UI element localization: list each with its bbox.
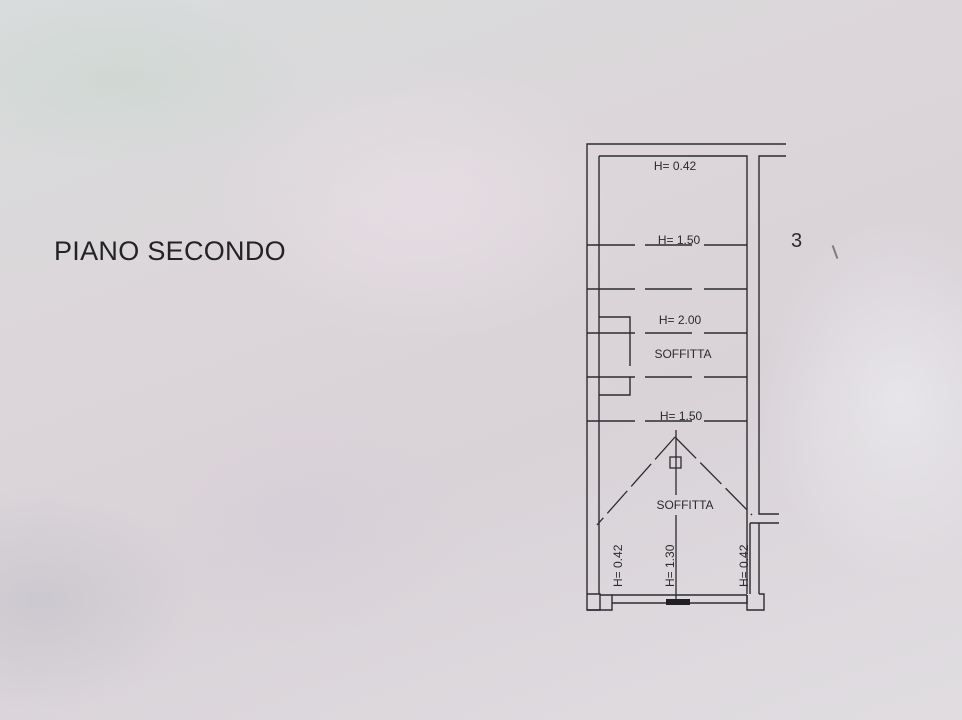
height-label-bottom-left: H= 0.42 [611, 544, 625, 587]
window-symbol [666, 599, 690, 605]
walls [586, 143, 786, 611]
adjacent-room-number: 3 [791, 230, 803, 252]
height-band-lines [587, 244, 747, 422]
height-label-top: H= 0.42 [654, 159, 697, 173]
floor-title: PIANO SECONDO [54, 236, 286, 266]
height-label-bottom-center: H= 1.30 [663, 544, 677, 587]
height-label-band-2: H= 2.00 [659, 313, 702, 327]
room-label-upper: SOFFITTA [654, 347, 711, 361]
height-label-band-1: H= 1.50 [658, 233, 701, 247]
height-label-bottom-right: H= 0.42 [737, 544, 751, 587]
height-label-band-3: H= 1.50 [660, 409, 703, 423]
room-label-lower: SOFFITTA [656, 498, 713, 512]
roof-hip-lines [596, 430, 753, 605]
